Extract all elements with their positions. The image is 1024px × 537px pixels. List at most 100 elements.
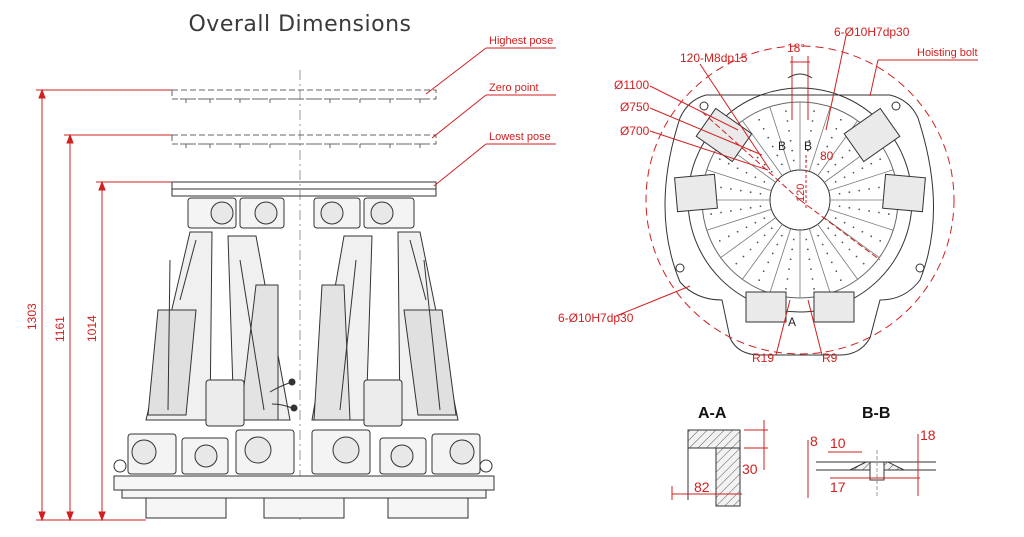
- top-view: 120-M8dp15 18° 6-Ø10H7dp30 Hoisting bolt…: [558, 25, 978, 365]
- platform-highest: [171, 89, 437, 105]
- mounting-hole: [870, 235, 873, 238]
- mounting-hole: [758, 279, 761, 282]
- mounting-hole: [789, 139, 792, 142]
- mounting-hole: [763, 234, 766, 237]
- mounting-hole: [771, 252, 774, 255]
- mounting-hole: [835, 270, 838, 273]
- label-120: 120: [795, 184, 807, 202]
- mounting-hole: [710, 213, 713, 215]
- mounting-hole: [786, 278, 789, 280]
- mounting-hole: [739, 208, 742, 211]
- mounting-hole: [720, 186, 722, 189]
- mounting-hole: [767, 261, 770, 264]
- mounting-hole: [858, 189, 861, 192]
- mounting-hole: [776, 154, 779, 157]
- label-angle-18: 18°: [787, 41, 805, 55]
- section-bb: B-B 8 10 18 17: [807, 405, 936, 498]
- mounting-hole: [759, 192, 762, 195]
- lower-joints: [113, 429, 493, 475]
- mounting-hole: [792, 159, 795, 162]
- callout-highest-pose: Highest pose: [489, 35, 553, 47]
- mounting-hole: [811, 120, 814, 122]
- mounting-hole: [727, 235, 730, 238]
- mounting-hole: [838, 205, 841, 208]
- mounting-hole: [785, 110, 787, 113]
- mounting-hole: [827, 170, 830, 173]
- mounting-hole: [735, 262, 738, 265]
- dim-bb-18: 18: [920, 427, 936, 443]
- mounting-hole: [821, 243, 824, 246]
- mounting-hole: [749, 248, 752, 251]
- upper-joints: [187, 197, 415, 229]
- dim-aa-30: 30: [742, 461, 758, 477]
- callout-lowest-pose: Lowest pose: [489, 131, 551, 143]
- spoke-line: [769, 106, 792, 172]
- mounting-hole: [771, 145, 774, 148]
- mounting-hole: [843, 176, 846, 179]
- mounting-hole: [736, 167, 739, 170]
- mounting-hole: [810, 129, 812, 132]
- section-mark-b-left: B: [778, 139, 786, 153]
- section-mark-a: A: [788, 315, 796, 329]
- label-d1100: Ø1100: [614, 78, 649, 92]
- mounting-hole: [718, 158, 721, 161]
- callout-zero-point: Zero point: [489, 82, 539, 94]
- spoke-line: [808, 106, 831, 172]
- label-80: 80: [820, 149, 834, 163]
- mounting-hole: [806, 248, 809, 251]
- mounting-hole: [817, 234, 820, 237]
- mounting-hole: [749, 191, 752, 194]
- mounting-hole: [861, 230, 864, 233]
- dim-1014: 1014: [85, 315, 99, 342]
- mounting-hole: [745, 226, 748, 229]
- mounting-hole: [852, 226, 855, 229]
- mounting-hole: [841, 156, 844, 159]
- mounting-hole: [839, 279, 842, 282]
- mounting-hole: [855, 255, 858, 258]
- spoke-line: [720, 217, 776, 258]
- label-pin-holes-top: 6-Ø10H7dp30: [834, 25, 910, 39]
- page-title: Overall Dimensions: [188, 12, 412, 37]
- mounting-hole: [878, 211, 880, 214]
- mounting-hole: [749, 206, 752, 209]
- label-d750: Ø750: [620, 100, 650, 114]
- dim-bb-10: 10: [830, 435, 846, 451]
- pose-callout-leaders: [425, 47, 556, 187]
- mounting-hole: [841, 241, 844, 244]
- label-d700: Ø700: [620, 124, 650, 138]
- mounting-hole: [826, 252, 829, 255]
- spoke-line: [828, 169, 894, 192]
- height-dimensions: [36, 88, 172, 522]
- mounting-hole: [780, 234, 783, 237]
- side-view: Highest pose Zero point Lowest pose 1303: [25, 35, 556, 522]
- mounting-hole: [811, 278, 814, 280]
- mounting-hole: [848, 191, 851, 194]
- mounting-hole: [848, 149, 851, 152]
- label-r19: R19: [752, 351, 774, 365]
- mounting-hole: [754, 221, 757, 224]
- label-r9: R9: [822, 351, 838, 365]
- mounting-hole: [785, 287, 787, 290]
- radial-spokes: [702, 102, 898, 298]
- mounting-hole: [758, 118, 761, 121]
- mounting-hole: [839, 118, 842, 121]
- mounting-hole: [834, 234, 837, 237]
- mounting-hole: [742, 255, 745, 258]
- mounting-hole: [756, 241, 759, 244]
- mounting-hole: [762, 127, 765, 130]
- mounting-hole: [848, 206, 851, 209]
- mounting-hole: [791, 248, 794, 251]
- mounting-hole: [759, 205, 762, 208]
- base-outline: [664, 94, 934, 356]
- mounting-hole: [718, 239, 721, 242]
- mounting-hole: [767, 136, 770, 139]
- section-aa: A-A 30 82: [671, 405, 768, 507]
- platform-zero: [171, 134, 437, 150]
- spoke-line: [824, 217, 880, 258]
- mounting-hole: [827, 227, 830, 230]
- mounting-hole: [780, 163, 783, 166]
- top-actuators: [674, 107, 926, 323]
- mounting-hole: [830, 136, 833, 139]
